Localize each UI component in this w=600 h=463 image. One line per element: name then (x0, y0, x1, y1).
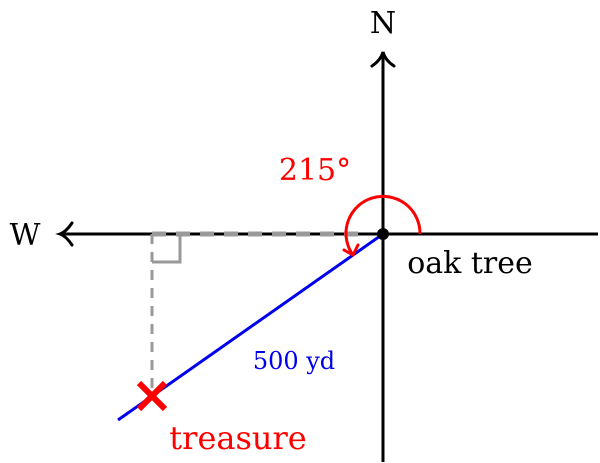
angle-arrowhead-icon (342, 243, 360, 257)
treasure-x-mark-icon (136, 380, 168, 412)
north-label: N (370, 6, 396, 41)
west-arrowhead-icon (55, 221, 74, 247)
west-label: W (10, 218, 41, 253)
north-arrowhead-icon (370, 51, 396, 68)
treasure-label: treasure (169, 419, 306, 457)
right-angle-marker (152, 234, 182, 264)
origin-label: oak tree (407, 246, 533, 281)
origin-dot-icon (377, 228, 389, 240)
distance-label: 500 yd (253, 347, 335, 375)
angle-label: 215° (279, 153, 351, 188)
angle-arc (344, 194, 422, 256)
